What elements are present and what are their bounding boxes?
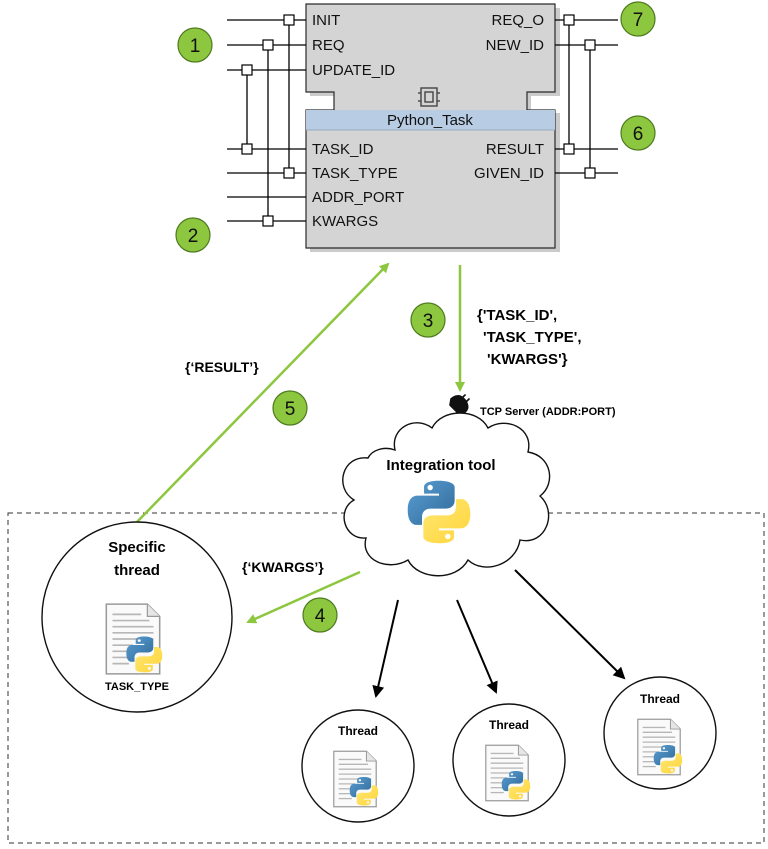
port-req[interactable]: REQ <box>312 37 345 54</box>
python-file-icon <box>106 604 162 674</box>
thread-2-label: Thread <box>489 718 529 732</box>
step-7-badge: 7 <box>620 1 656 37</box>
python-file-icon <box>486 745 530 800</box>
integration-tool-label: Integration tool <box>386 457 495 474</box>
port-addr-port[interactable]: ADDR_PORT <box>312 189 404 206</box>
step-6-number: 6 <box>633 124 644 145</box>
step-3-label-line-1: {'TASK_ID', <box>477 307 557 324</box>
step-3-label-line-3: 'KWARGS'} <box>487 351 568 368</box>
arrow-step-5 <box>136 262 390 523</box>
specific-thread-title-line-1: Specific <box>108 539 166 556</box>
thread-3-label: Thread <box>640 692 680 706</box>
thread-1-label: Thread <box>338 724 378 738</box>
step-3-number: 3 <box>423 311 434 332</box>
specific-thread-title-line-2: thread <box>114 562 160 579</box>
port-init[interactable]: INIT <box>312 12 340 29</box>
step-1-badge: 1 <box>177 27 213 63</box>
port-update-id[interactable]: UPDATE_ID <box>312 62 395 79</box>
python-file-icon <box>334 751 378 806</box>
step-4-number: 4 <box>315 606 326 627</box>
port-kwargs[interactable]: KWARGS <box>312 213 378 230</box>
step-4-badge: 4 <box>302 597 338 633</box>
step-5-label: {‘RESULT’} <box>185 359 259 375</box>
port-task-type[interactable]: TASK_TYPE <box>312 165 398 182</box>
step-2-number: 2 <box>188 226 199 247</box>
step-6-badge: 6 <box>620 115 656 151</box>
port-given-id[interactable]: GIVEN_ID <box>474 165 544 182</box>
step-2-badge: 2 <box>175 217 211 253</box>
arrow-to-thread-1 <box>372 599 399 698</box>
specific-thread-file-label: TASK_TYPE <box>105 681 169 693</box>
port-new-id[interactable]: NEW_ID <box>486 37 545 54</box>
step-3-label-line-2: 'TASK_TYPE', <box>483 329 582 346</box>
python-file-icon <box>638 719 682 774</box>
step-7-number: 7 <box>633 10 644 31</box>
python-task-block-icon <box>418 87 440 107</box>
tcp-server-label: TCP Server (ADDR:PORT) <box>480 406 616 418</box>
function-block-title: Python_Task <box>387 112 473 129</box>
step-4-label: {‘KWARGS’} <box>242 559 324 575</box>
step-5-number: 5 <box>285 399 296 420</box>
port-req-o[interactable]: REQ_O <box>491 12 544 29</box>
port-result[interactable]: RESULT <box>486 141 544 158</box>
function-block-title-bar <box>306 110 555 130</box>
arrow-to-thread-3 <box>514 569 626 680</box>
port-task-id[interactable]: TASK_ID <box>312 141 374 158</box>
arrow-step-4 <box>246 570 361 624</box>
step-5-badge: 5 <box>272 390 308 426</box>
step-1-number: 1 <box>190 36 201 57</box>
step-3-badge: 3 <box>410 302 446 338</box>
arrow-to-thread-2 <box>456 599 498 694</box>
